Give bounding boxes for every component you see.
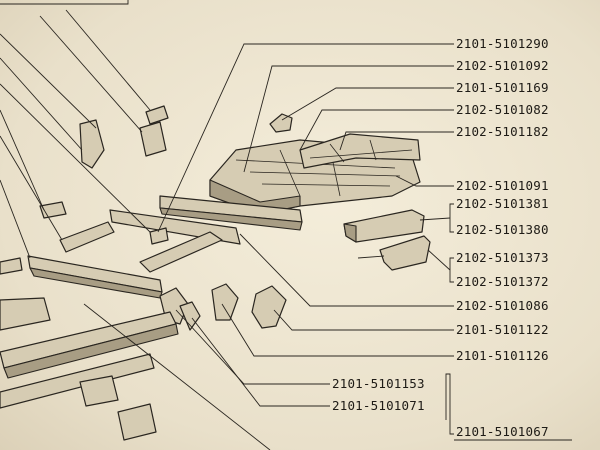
part-label-r6: 2102-5101091 [456, 178, 549, 193]
part-label-r2: 2102-5101092 [456, 58, 549, 73]
part-number-labels: 2101-5101190 2101-5101290 2102-5101092 2… [2, 0, 549, 439]
sill-edge [3, 323, 179, 379]
floor-pan-edge [209, 179, 301, 215]
part-label-r10: 2102-5101372 [456, 274, 549, 289]
part-label-r1: 2101-5101290 [456, 36, 549, 51]
part-label-r8: 2102-5101380 [456, 222, 549, 237]
spar-lower-part [139, 231, 223, 273]
gusset-122-part [251, 285, 287, 329]
clip-part [139, 121, 167, 157]
part-label-r11: 2102-5101086 [456, 298, 549, 313]
part-label-r7: 2102-5101381 [456, 196, 549, 211]
part-label-top-left: 2101-5101190 [2, 0, 95, 3]
leader-lines [0, 0, 572, 450]
plate-left-part [0, 297, 51, 331]
part-label-r3: 2101-5101169 [456, 80, 549, 95]
nut-part [0, 257, 23, 275]
spar-left-part [59, 221, 115, 253]
part-label-r13: 2101-5101126 [456, 348, 549, 363]
bracket-top-part [269, 113, 293, 133]
part-label-r5: 2102-5101182 [456, 124, 549, 139]
reinforcement-381-edge [343, 223, 357, 243]
reinforcement-373-part [379, 235, 431, 271]
sill-lower-part [0, 353, 155, 409]
side-rail-edge [159, 207, 303, 231]
box-part [79, 375, 119, 407]
gusset-126-part [211, 283, 239, 321]
cross-member-part [299, 133, 421, 169]
pin-part [145, 105, 169, 125]
part-label-r9: 2102-5101373 [456, 250, 549, 265]
part-label-r14: 2101-5101153 [332, 376, 425, 391]
part-label-r16: 2101-5101067 [456, 424, 549, 439]
part-label-r4: 2102-5101082 [456, 102, 549, 117]
part-label-r15: 2101-5101071 [332, 398, 425, 413]
small-block-part [149, 227, 169, 245]
vertical-bracket-part [79, 119, 105, 169]
box-lower-part [117, 403, 157, 441]
part-label-r12: 2101-5101122 [456, 322, 549, 337]
part-drawings [0, 105, 431, 441]
